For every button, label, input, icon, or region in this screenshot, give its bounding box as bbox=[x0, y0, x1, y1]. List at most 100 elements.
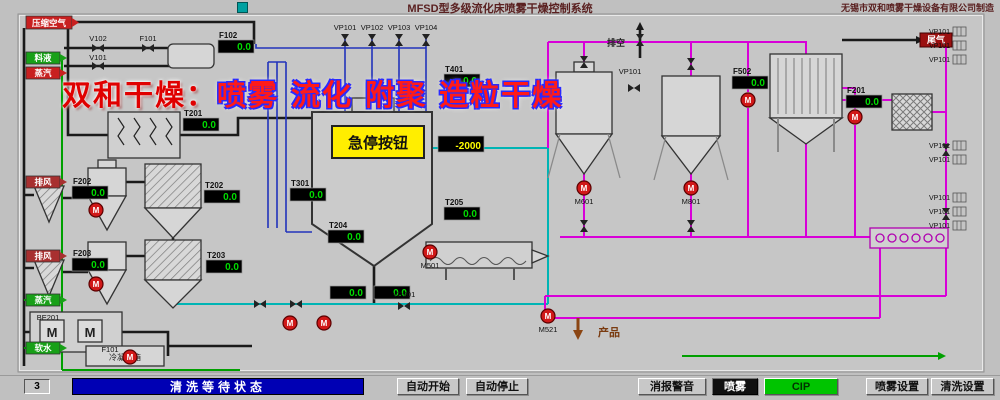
pump-motor-symbol: M bbox=[321, 319, 328, 328]
source-label: 软水 bbox=[25, 341, 67, 355]
source-label: 蒸汽 bbox=[25, 293, 67, 307]
pump[interactable]: M bbox=[88, 202, 104, 218]
svg-text:VP101: VP101 bbox=[929, 195, 950, 202]
pump-icon[interactable] bbox=[847, 109, 863, 125]
pump[interactable]: M bbox=[740, 92, 756, 108]
mute-alarm-button[interactable]: 消报警音 bbox=[638, 378, 706, 395]
valve-icon[interactable] bbox=[422, 34, 430, 46]
pump[interactable]: M bbox=[282, 315, 298, 331]
pump-icon[interactable] bbox=[316, 315, 332, 331]
pump-motor-symbol: M bbox=[545, 312, 552, 321]
display-label: F202 bbox=[73, 177, 92, 186]
valve-icon[interactable] bbox=[341, 34, 349, 46]
display-box bbox=[845, 94, 883, 109]
svg-text:VP101: VP101 bbox=[929, 57, 950, 64]
valve-icon[interactable] bbox=[395, 34, 403, 46]
source-label-text: 蒸汽 bbox=[34, 295, 52, 305]
pump-icon[interactable] bbox=[683, 180, 699, 196]
pump-label: M801 bbox=[682, 197, 701, 206]
valve-icon[interactable] bbox=[398, 302, 410, 310]
pump[interactable]: M bbox=[122, 349, 138, 365]
valve-icon[interactable] bbox=[142, 44, 154, 52]
valve-actuator-icon bbox=[952, 140, 967, 151]
pump[interactable]: M bbox=[316, 315, 332, 331]
tag-label: BE201 bbox=[37, 313, 60, 322]
pump-icon[interactable] bbox=[122, 349, 138, 365]
valve-icon[interactable] bbox=[254, 300, 266, 308]
display-label: F201 bbox=[847, 86, 866, 95]
display-label: T202 bbox=[205, 181, 224, 190]
valve-icon[interactable] bbox=[368, 34, 376, 46]
pump-icon[interactable] bbox=[422, 244, 438, 260]
product-outlet: 产品 bbox=[573, 318, 620, 340]
estop-button[interactable]: 急停按钮 bbox=[331, 125, 425, 159]
display-value: 0.0 bbox=[91, 260, 105, 271]
pump-icon[interactable] bbox=[740, 92, 756, 108]
cip-button[interactable]: CIP bbox=[764, 378, 838, 395]
display-value: 0.0 bbox=[223, 192, 237, 203]
display-value: 0.0 bbox=[349, 288, 363, 299]
spray-settings-button[interactable]: 喷雾设置 bbox=[866, 378, 928, 395]
pump-icon[interactable] bbox=[282, 315, 298, 331]
valve-icon[interactable] bbox=[92, 44, 104, 52]
source-label-text: 排风 bbox=[34, 251, 52, 261]
source-label: 压缩空气 bbox=[25, 15, 79, 30]
display-value: 0.0 bbox=[237, 42, 251, 53]
display-box bbox=[437, 135, 485, 153]
vp-right-tag: VP101 bbox=[929, 154, 967, 165]
display-label: T201 bbox=[184, 109, 203, 118]
pump-icon[interactable] bbox=[88, 202, 104, 218]
auto-start-button[interactable]: 自动开始 bbox=[397, 378, 459, 395]
source-label: 排风 bbox=[25, 175, 67, 189]
pump-icon[interactable] bbox=[88, 276, 104, 292]
spray-button[interactable]: 喷雾 bbox=[712, 378, 758, 395]
valve-icon[interactable] bbox=[290, 300, 302, 308]
display-value: -2000 bbox=[455, 141, 481, 152]
pump-motor-symbol: M bbox=[745, 96, 752, 105]
tail-gas-label: 尾气 bbox=[919, 32, 953, 48]
display-value: -2000 bbox=[437, 135, 485, 153]
pump[interactable]: M bbox=[847, 109, 863, 125]
display-box bbox=[443, 73, 481, 88]
display-label: T205 bbox=[445, 198, 464, 207]
display-value: 0.0 bbox=[393, 288, 407, 299]
auto-stop-button[interactable]: 自动停止 bbox=[466, 378, 528, 395]
valve-icon[interactable] bbox=[92, 62, 104, 70]
source-label-text: 压缩空气 bbox=[32, 18, 67, 28]
air-heater bbox=[107, 111, 181, 159]
vp-right-tag: VP101 bbox=[929, 54, 967, 65]
display-value: 0.0 bbox=[751, 78, 765, 89]
bag-filter-1 bbox=[143, 163, 203, 239]
display-box bbox=[289, 187, 327, 202]
clean-settings-button[interactable]: 清洗设置 bbox=[931, 378, 994, 395]
valve-icon[interactable] bbox=[687, 58, 695, 70]
tag-label: F101 bbox=[139, 34, 156, 43]
valve-icon[interactable] bbox=[628, 84, 640, 92]
valve-icon[interactable] bbox=[636, 34, 644, 46]
pump[interactable]: M bbox=[88, 276, 104, 292]
valve-icon[interactable] bbox=[942, 144, 950, 156]
pump-icon[interactable] bbox=[540, 308, 556, 324]
display-box bbox=[373, 285, 411, 300]
pump-icon[interactable] bbox=[576, 180, 592, 196]
valve-icon[interactable] bbox=[687, 220, 695, 232]
valve-icon[interactable] bbox=[580, 56, 588, 68]
display-box bbox=[205, 259, 243, 274]
page-indicator[interactable]: 3 bbox=[24, 379, 50, 394]
vp-right-tag: VP101 bbox=[929, 220, 967, 231]
valve-actuator-icon bbox=[952, 192, 967, 203]
valve-icon[interactable] bbox=[942, 208, 950, 220]
display-value: 0.0 bbox=[225, 262, 239, 273]
rotary-conveyor bbox=[869, 227, 949, 249]
valve-icon[interactable] bbox=[580, 220, 588, 232]
